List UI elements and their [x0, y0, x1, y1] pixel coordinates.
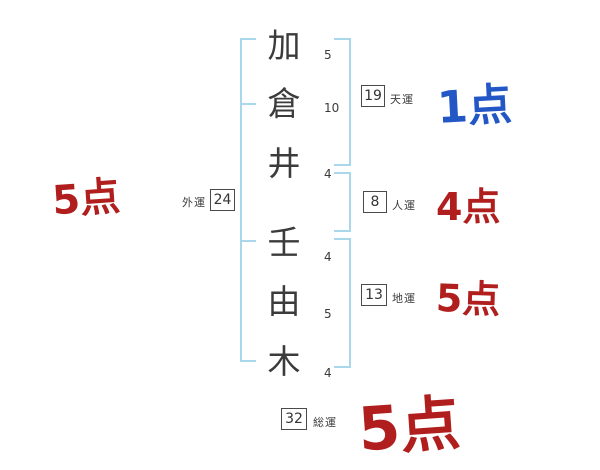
bracket-tick: [334, 38, 350, 40]
earth-luck-bracket-line: [349, 238, 351, 368]
name-character: 井: [267, 144, 301, 183]
outer-luck-bracket-line: [240, 38, 242, 362]
total-luck-label: 総運: [313, 416, 337, 429]
stroke-count: 5: [324, 307, 332, 321]
heaven-luck-score: 1点: [435, 79, 514, 134]
outer-luck-score: 5点: [50, 173, 122, 225]
bracket-tick: [334, 164, 350, 166]
total-luck-score: 5点: [356, 388, 463, 466]
earth-luck-value: 13: [361, 284, 387, 306]
person-luck-value: 8: [363, 191, 387, 213]
stroke-count: 5: [324, 48, 332, 62]
name-character: 由: [267, 282, 301, 321]
stroke-count: 4: [324, 366, 332, 380]
heaven-luck-label: 天運: [390, 93, 414, 106]
bracket-tick: [240, 38, 256, 40]
bracket-tick: [334, 172, 350, 174]
outer-luck-value: 24: [210, 189, 235, 211]
bracket-tick: [240, 360, 256, 362]
stroke-count: 4: [324, 167, 332, 181]
stroke-count: 10: [324, 101, 340, 115]
heaven-luck-value: 19: [361, 85, 385, 107]
person-luck-label: 人運: [392, 199, 416, 212]
bracket-tick: [240, 240, 256, 242]
heaven-luck-bracket-line: [349, 38, 351, 166]
name-character: 倉: [267, 84, 301, 123]
earth-luck-score: 5点: [435, 275, 502, 323]
name-character: 木: [267, 342, 301, 381]
name-character: 加: [267, 26, 301, 65]
bracket-tick: [334, 238, 350, 240]
bracket-tick: [240, 103, 256, 105]
name-character: 壬: [267, 223, 301, 262]
person-luck-bracket-line: [349, 172, 351, 232]
total-luck-value: 32: [281, 408, 307, 430]
outer-luck-label: 外運: [182, 196, 206, 209]
bracket-tick: [334, 230, 350, 232]
person-luck-score: 4点: [436, 185, 501, 229]
stroke-count: 4: [324, 250, 332, 264]
earth-luck-label: 地運: [392, 292, 416, 305]
bracket-tick: [334, 366, 350, 368]
